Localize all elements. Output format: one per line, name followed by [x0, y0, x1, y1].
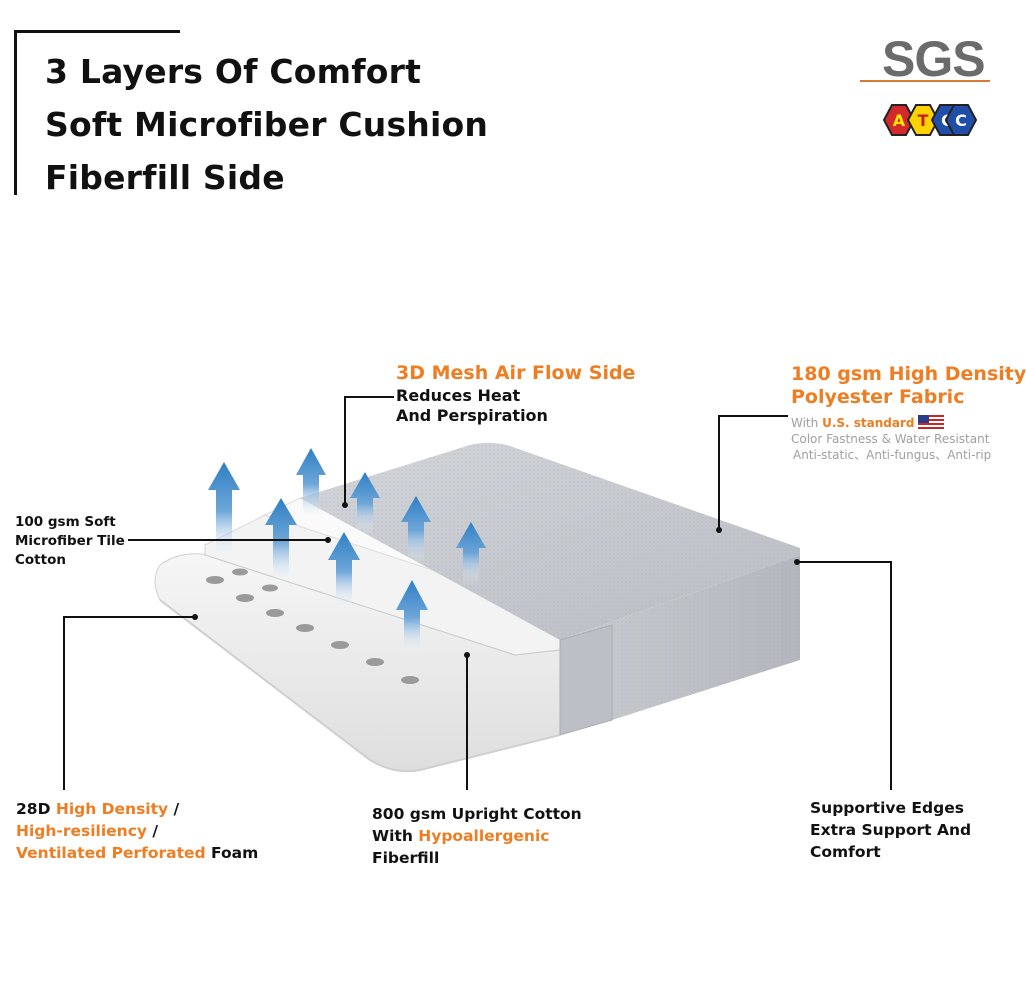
atcc-letter-t: T	[918, 111, 929, 130]
edges-line-1: Extra Support And	[810, 821, 972, 839]
fabric-heading-2: Polyester Fabric	[791, 386, 965, 408]
fabric-standard: U.S. standard	[822, 416, 915, 430]
foam-ventilated: Ventilated Perforated	[16, 844, 206, 862]
cotton-line-3: Fiberfill	[372, 849, 440, 867]
edges-line-2: Comfort	[810, 843, 881, 861]
foam-prefix: 28D	[16, 800, 56, 818]
atcc-letter-a: A	[893, 111, 906, 130]
mesh-line-2: And Perspiration	[396, 406, 548, 425]
foam-line-2: High-resiliency /	[16, 821, 158, 843]
microfiber-line-3: Cotton	[15, 552, 66, 568]
microfiber-line-2: Microfiber Tile	[15, 533, 125, 549]
fabric-heading-1: 180 gsm High Density	[791, 363, 1026, 385]
fabric-detail-2: Anti-static、Anti-fungus、Anti-rip	[793, 448, 992, 462]
callout-leaders	[63, 396, 892, 790]
title-line-1: 3 Layers Of Comfort	[45, 52, 422, 91]
atcc-logo: A T C C	[882, 104, 978, 136]
foam-high-density: High Density	[55, 800, 169, 818]
leader-edges	[797, 561, 892, 790]
mesh-heading: 3D Mesh Air Flow Side	[396, 362, 636, 384]
title-frame-left	[14, 30, 17, 195]
sgs-logo: SGS	[882, 31, 986, 87]
fabric-with-prefix: With	[791, 416, 819, 430]
sgs-logo-underline	[860, 80, 990, 82]
cotton-hypoallergenic: Hypoallergenic	[418, 827, 550, 845]
foam-slash-1: /	[168, 800, 180, 818]
us-flag-icon	[918, 415, 945, 429]
foam-base	[154, 553, 561, 773]
cushion-illustration	[63, 396, 892, 790]
foam-suffix: Foam	[205, 844, 259, 862]
atcc-hex-a1: A	[882, 104, 916, 136]
leader-mesh	[344, 396, 394, 505]
foam-high-resiliency: High-resiliency	[16, 822, 148, 840]
cotton-line-1: 800 gsm Upright Cotton	[372, 805, 582, 823]
atcc-letter-c2: C	[955, 111, 967, 130]
foam-line-3: Ventilated Perforated Foam	[16, 843, 258, 865]
cotton-with: With	[372, 827, 419, 845]
title-line-2: Soft Microfiber Cushion	[45, 105, 489, 144]
atcc-hex-c2: C	[944, 104, 978, 136]
microfiber-line-1: 100 gsm Soft	[15, 514, 116, 530]
mesh-line-1: Reduces Heat	[396, 386, 521, 405]
title-frame-top	[14, 30, 180, 33]
foam-ventilation-holes	[206, 568, 419, 684]
edges-heading: Supportive Edges	[810, 799, 964, 817]
title-line-3: Fiberfill Side	[45, 158, 285, 197]
foam-line-1: 28D High Density /	[16, 799, 179, 821]
fabric-detail-1: Color Fastness & Water Resistant	[791, 432, 990, 446]
airflow-arrows	[208, 448, 486, 655]
leader-fabric	[718, 415, 788, 530]
leader-foam	[63, 616, 195, 790]
cotton-line-2: With Hypoallergenic	[372, 826, 549, 848]
mesh-cover	[300, 442, 800, 736]
foam-slash-2: /	[147, 822, 159, 840]
callout-dots	[192, 502, 800, 658]
fabric-standard-line: With U.S. standard	[791, 415, 945, 431]
